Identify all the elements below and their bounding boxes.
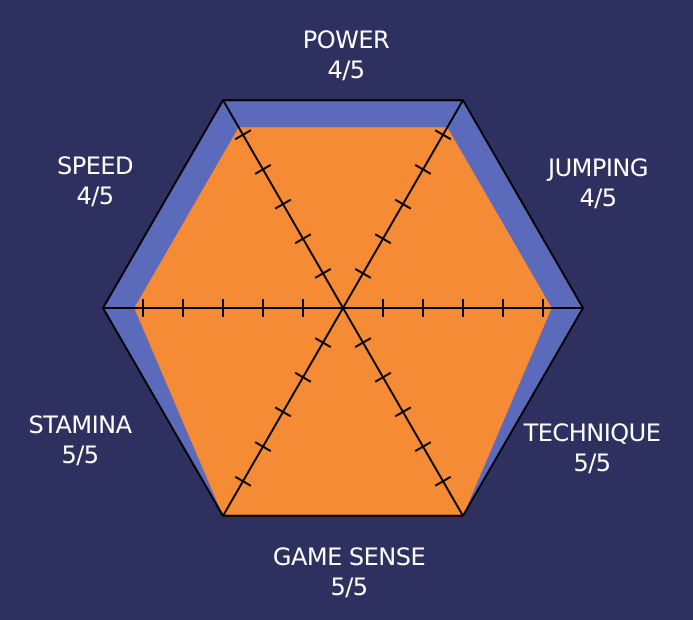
axis-tick — [414, 441, 432, 452]
axis-tick — [374, 371, 392, 383]
player-score-area — [134, 127, 552, 516]
axis-tick — [354, 268, 372, 279]
axis-tick — [374, 233, 392, 245]
axis-tick — [294, 233, 312, 245]
stat-score-technique: 5/5 — [573, 449, 611, 477]
stat-name-technique: TECHNIQUE — [523, 419, 661, 447]
stat-score-power: 4/5 — [327, 56, 365, 84]
axis-tick — [354, 337, 372, 348]
axis-tick — [434, 475, 452, 487]
stat-label-jumping: JUMPING 4/5 — [498, 153, 693, 213]
stat-name-jumping: JUMPING — [548, 154, 648, 182]
axis-tick — [274, 406, 292, 418]
stat-score-game-sense: 5/5 — [330, 573, 368, 601]
stat-score-stamina: 5/5 — [61, 441, 99, 469]
axis-tick — [434, 129, 452, 141]
axis-tick — [254, 441, 272, 452]
stat-label-stamina: STAMINA 5/5 — [0, 410, 180, 470]
axis-tick — [254, 164, 272, 175]
axis-ticks — [142, 129, 544, 487]
stat-score-jumping: 4/5 — [579, 184, 617, 212]
axis-tick — [294, 371, 312, 383]
stat-label-game-sense: GAME SENSE 5/5 — [249, 542, 449, 602]
stat-name-power: POWER — [302, 26, 390, 54]
stat-name-game-sense: GAME SENSE — [272, 543, 426, 571]
stat-name-speed: SPEED — [56, 152, 134, 180]
axis-tick — [234, 129, 252, 141]
axis-tick — [394, 198, 412, 210]
axis-tick — [274, 198, 292, 210]
axis-tick — [234, 475, 252, 487]
stat-label-technique: TECHNIQUE 5/5 — [492, 418, 692, 478]
stat-score-speed: 4/5 — [76, 182, 114, 210]
stat-label-power: POWER 4/5 — [246, 25, 446, 85]
stat-label-speed: SPEED 4/5 — [0, 151, 195, 211]
axis-tick — [314, 337, 332, 348]
axis-tick — [314, 268, 332, 279]
axis-tick — [414, 164, 432, 175]
axis-tick — [394, 406, 412, 418]
stat-name-stamina: STAMINA — [28, 411, 132, 439]
